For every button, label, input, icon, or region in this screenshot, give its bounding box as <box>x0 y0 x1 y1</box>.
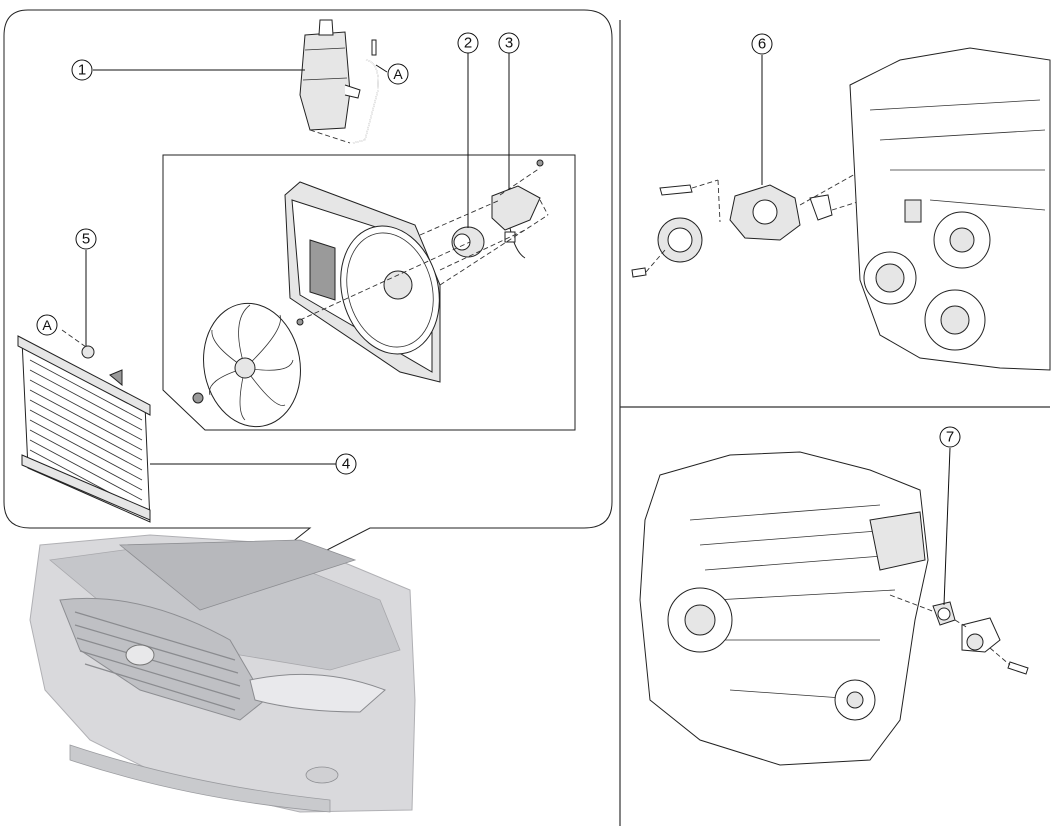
callout-2-label: 2 <box>464 35 472 52</box>
leader-lines <box>85 53 951 606</box>
callout-6-label: 6 <box>758 36 766 53</box>
callout-4-label: 4 <box>342 456 350 473</box>
callout-6: 6 <box>751 33 773 55</box>
fan-subframe <box>162 154 576 431</box>
engine-icon <box>639 451 929 766</box>
connection-ref-upper: A <box>387 63 409 85</box>
callout-1-label: 1 <box>78 62 86 79</box>
callout-5: 5 <box>75 228 97 250</box>
callout-5-label: 5 <box>82 231 90 248</box>
callout-7: 7 <box>939 426 961 448</box>
callout-4: 4 <box>335 453 357 475</box>
callout-1: 1 <box>71 59 93 81</box>
coolant-reservoir <box>299 19 379 144</box>
water-pump <box>631 159 881 278</box>
connection-ref-lower: A <box>36 314 58 336</box>
callout-3: 3 <box>498 32 520 54</box>
callout-7-label: 7 <box>946 429 954 446</box>
callout-2: 2 <box>457 32 479 54</box>
thermostat <box>889 594 1029 675</box>
connection-ref-upper-label: A <box>393 66 403 82</box>
radiator <box>17 329 151 523</box>
engine-icon <box>849 47 1051 371</box>
car-front-icon <box>29 534 416 813</box>
fan-assembly <box>192 159 549 428</box>
callout-3-label: 3 <box>505 35 513 52</box>
connection-ref-lower-label: A <box>42 317 52 333</box>
